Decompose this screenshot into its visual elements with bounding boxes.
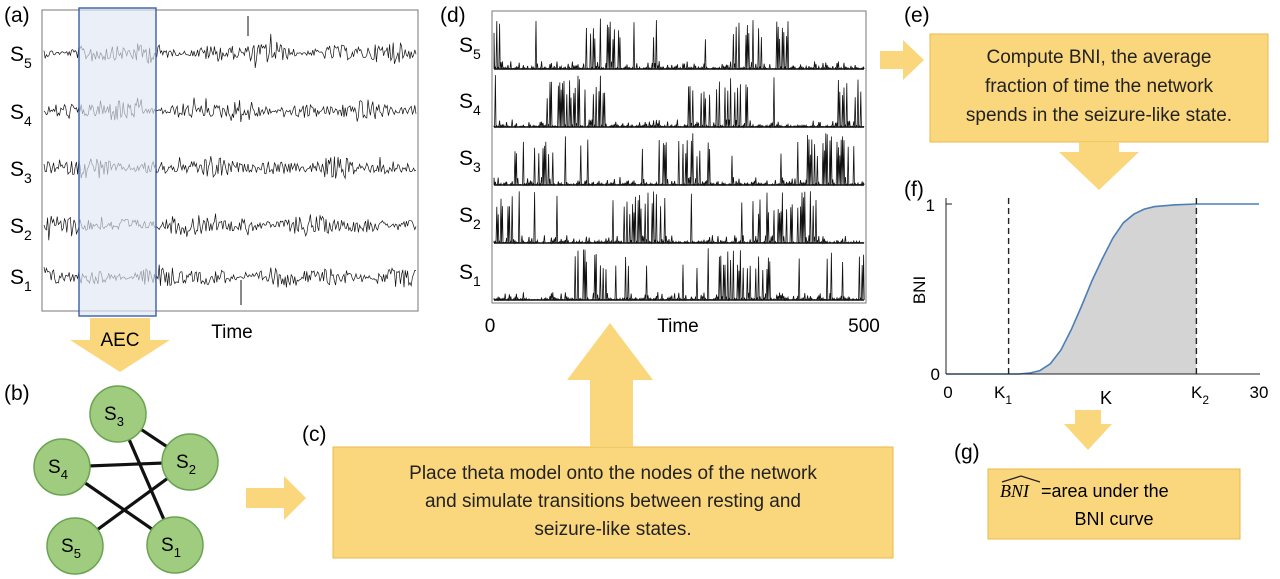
panel-a-signal-label-5: S5	[10, 43, 32, 71]
bni-ytick-bottom: 0	[931, 365, 940, 384]
panel-a-label: (a)	[4, 4, 30, 27]
svg-text:S1: S1	[459, 261, 481, 289]
panel-c-box: Place theta model onto the nodes of the …	[332, 446, 894, 559]
svg-text:S3: S3	[459, 147, 481, 175]
network-node-s5: S5	[46, 517, 104, 575]
panel-a-signal-label-3: S3	[10, 158, 32, 186]
svg-text:S5: S5	[61, 536, 81, 561]
aec-arrow: AEC	[70, 318, 170, 372]
panel-g-label: (g)	[954, 441, 980, 464]
arrow-f-to-g	[1064, 410, 1112, 450]
panel-g-line-2: BNI curve	[1074, 509, 1153, 529]
bni-hat-symbol	[1001, 475, 1041, 483]
aec-arrow-shape	[70, 318, 170, 372]
panel-d-label: (d)	[440, 4, 466, 27]
svg-text:S2: S2	[459, 204, 481, 232]
panel-e-box: Compute BNI, the average fraction of tim…	[929, 33, 1269, 143]
panel-d-signal-label-3: S3	[459, 147, 481, 175]
svg-text:K1: K1	[994, 383, 1012, 407]
bni-ylabel: BNI	[910, 276, 929, 304]
aec-window-highlight	[78, 7, 157, 317]
bni-xtick-right: 30	[1250, 383, 1269, 402]
bni-area-under-curve	[1008, 204, 1197, 374]
panel-a-xlabel: Time	[211, 322, 253, 343]
panel-d-signal-label-4: S4	[459, 90, 481, 118]
panel-e-box-bg	[929, 33, 1269, 143]
panel-c-box-bg	[332, 446, 894, 559]
network-node-s1: S1	[146, 516, 204, 574]
svg-text:K2: K2	[1191, 383, 1209, 407]
arrow-d-to-e	[880, 40, 924, 80]
svg-text:S3: S3	[10, 158, 32, 186]
panel-e-line-3: spends in the seizure-like state.	[966, 105, 1232, 126]
bni-hat-formula: BNI	[1000, 475, 1041, 501]
panel-a-signal-label-4: S4	[10, 101, 32, 129]
svg-text:S2: S2	[10, 215, 32, 243]
panel-a-signal-label-2: S2	[10, 215, 32, 243]
bni-k2-label: K2	[1191, 383, 1209, 407]
panel-d-signal-label-2: S2	[459, 204, 481, 232]
svg-text:S4: S4	[48, 457, 68, 482]
svg-text:S4: S4	[459, 90, 481, 118]
panel-e-line-1: Compute BNI, the average	[987, 47, 1212, 68]
svg-text:S3: S3	[104, 404, 124, 429]
arrow-b-to-c	[246, 476, 306, 520]
panel-f-label: (f)	[904, 178, 924, 201]
panel-d-xtick-min: 0	[485, 316, 496, 337]
arrow-e-to-f	[1059, 142, 1139, 190]
panel-a-signals: S5 S4 S3 S2 S1 Time	[10, 7, 419, 343]
panel-d-xlabel: Time	[657, 316, 699, 337]
panel-c-line-2: and simulate transitions between resting…	[425, 491, 801, 512]
panel-g-box-bg	[987, 468, 1241, 540]
svg-text:S2: S2	[176, 452, 196, 477]
panel-d-traces	[493, 18, 865, 302]
panel-a-signal-label-1: S1	[10, 266, 32, 294]
arrow-c-to-d	[567, 323, 653, 447]
svg-text:S4: S4	[10, 101, 32, 129]
bni-chart: 1 0 0 30 K1 K2 K BNI	[910, 196, 1268, 408]
panel-g-box: BNI =area under the BNI curve	[987, 468, 1241, 540]
bni-xtick-left: 0	[943, 383, 952, 402]
panel-d-xtick-max: 500	[848, 316, 880, 337]
network-node-s2: S2	[161, 433, 219, 491]
network-node-s4: S4	[33, 438, 91, 496]
svg-text:S5: S5	[10, 43, 32, 71]
svg-text:S1: S1	[10, 266, 32, 294]
panel-b-label: (b)	[4, 382, 30, 405]
panel-e-line-2: fraction of time the network	[985, 76, 1214, 97]
panel-c-line-3: seizure-like states.	[534, 519, 691, 540]
bni-xlabel: K	[1100, 388, 1112, 408]
svg-text:S1: S1	[161, 535, 181, 560]
bni-k1-label: K1	[994, 383, 1012, 407]
aec-arrow-label: AEC	[100, 330, 139, 351]
panel-g-line-1: =area under the	[1041, 481, 1169, 501]
bni-ytick-top: 1	[926, 196, 935, 215]
panel-d-trace-s2	[493, 191, 865, 245]
panel-e-label: (e)	[904, 4, 930, 27]
panel-c-line-1: Place theta model onto the nodes of the …	[409, 463, 817, 484]
network-node-s3: S3	[89, 385, 147, 443]
panel-d-signal-label-5: S5	[459, 34, 481, 62]
bni-hat-text: BNI	[1000, 481, 1030, 501]
svg-text:S5: S5	[459, 34, 481, 62]
panel-c-label: (c)	[302, 423, 327, 446]
network-graph: S3 S4 S2 S5 S1	[33, 385, 219, 575]
panel-d-signals: S5 S4 S3 S2 S1 0 Time 500	[459, 10, 880, 337]
panel-d-signal-label-1: S1	[459, 261, 481, 289]
